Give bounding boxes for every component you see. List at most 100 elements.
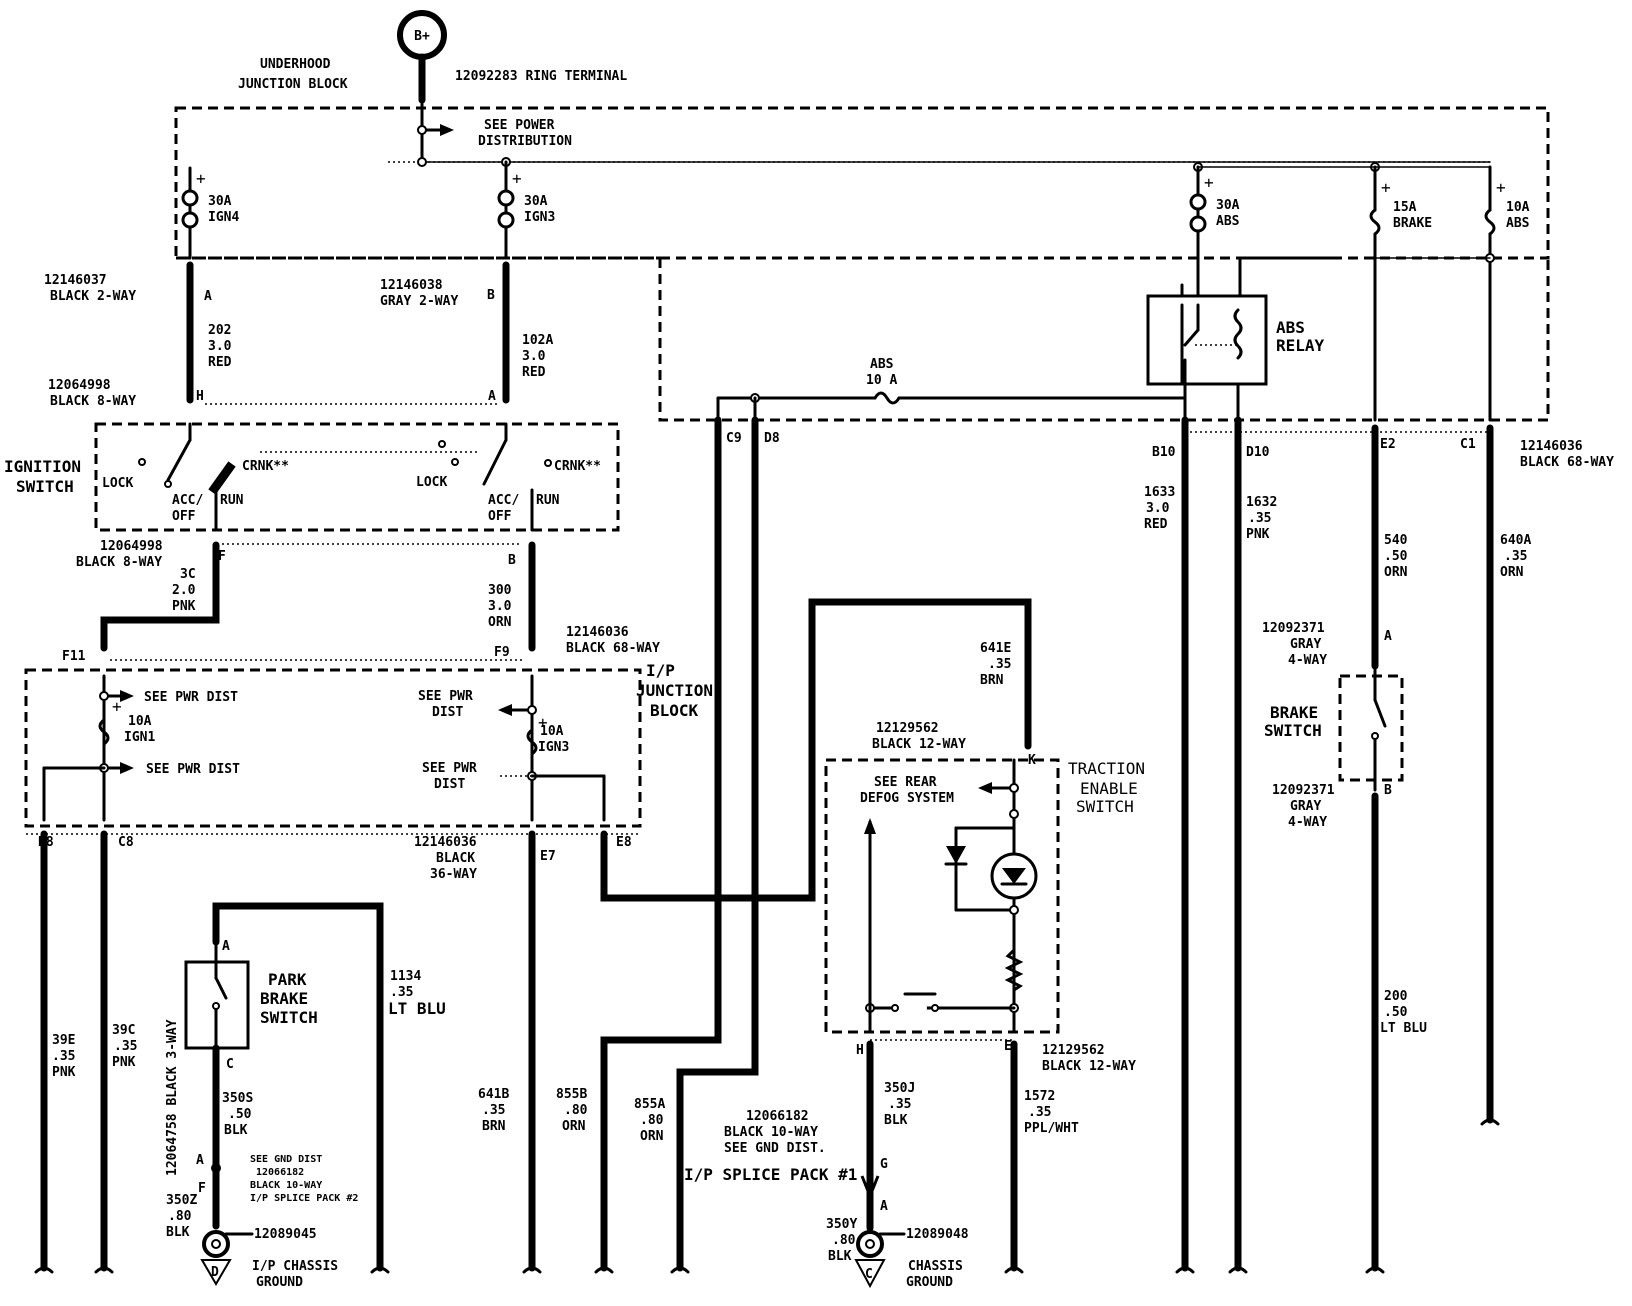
svg-text:BLACK 68-WAY: BLACK 68-WAY	[1520, 455, 1614, 470]
svg-text:GRAY: GRAY	[1290, 799, 1321, 814]
svg-text:G: G	[880, 1157, 888, 1172]
svg-text:3C: 3C	[180, 567, 196, 582]
svg-text:300: 300	[488, 583, 512, 598]
svg-text:H: H	[196, 389, 204, 404]
svg-text:PNK: PNK	[112, 1055, 136, 1070]
svg-text:RED: RED	[522, 365, 546, 380]
svg-text:1633: 1633	[1144, 485, 1175, 500]
svg-text:BRAKE: BRAKE	[260, 989, 308, 1008]
svg-text:.50: .50	[1384, 549, 1408, 564]
wire-350y: 350Y .80 BLK	[826, 1217, 857, 1264]
wire-350z: 350Z .80 BLK	[166, 1193, 197, 1240]
wire-1633: 1633 3.0 RED	[1144, 485, 1175, 532]
svg-text:ORN: ORN	[562, 1119, 586, 1134]
svg-text:BLACK 12-WAY: BLACK 12-WAY	[1042, 1059, 1136, 1074]
svg-text:RUN: RUN	[220, 493, 244, 508]
battery-symbol: B+	[397, 10, 447, 104]
see-pwr-dist-a: SEE PWR DIST	[144, 690, 238, 705]
svg-text:H: H	[856, 1043, 864, 1058]
svg-text:.80: .80	[832, 1233, 856, 1248]
ignition-switch-right: LOCK ACC/ OFF RUN CRNK**	[260, 422, 601, 532]
fuse-ign4: + 30A IGN4	[181, 166, 239, 260]
svg-text:.35: .35	[888, 1097, 911, 1112]
svg-text:BLOCK: BLOCK	[650, 701, 699, 720]
fuse-ign1: + 10A IGN1	[42, 674, 155, 822]
wire-102a: 102A 3.0 RED	[522, 333, 553, 380]
svg-text:.80: .80	[168, 1209, 192, 1224]
svg-text:BLACK 12-WAY: BLACK 12-WAY	[872, 737, 966, 752]
svg-text:BRN: BRN	[482, 1119, 506, 1134]
svg-text:.80: .80	[564, 1103, 588, 1118]
conn-12146036-right: 12146036	[1520, 439, 1583, 454]
fuse-abs-10a-inline: ABS 10 A	[716, 357, 1187, 422]
svg-text:IGNITION: IGNITION	[4, 457, 81, 476]
svg-text:ENABLE: ENABLE	[1080, 779, 1138, 798]
svg-text:RUN: RUN	[536, 493, 560, 508]
svg-text:A: A	[880, 1199, 888, 1214]
conn-12146036-bot: 12146036	[414, 835, 477, 850]
svg-text:SWITCH: SWITCH	[1264, 721, 1322, 740]
svg-text:I/P: I/P	[646, 661, 675, 680]
svg-text:PARK: PARK	[268, 970, 307, 989]
svg-text:D: D	[211, 1265, 219, 1280]
svg-text:+: +	[196, 169, 206, 188]
svg-text:DIST: DIST	[434, 777, 465, 792]
see-pwr-dist-d1: SEE PWR	[422, 761, 477, 776]
conn-12092371-bot: 12092371	[1272, 783, 1335, 798]
wire-39c: 39C .35 PNK	[112, 1023, 137, 1070]
svg-text:BRN: BRN	[980, 673, 1004, 688]
svg-text:640A: 640A	[1500, 533, 1531, 548]
svg-text:202: 202	[208, 323, 231, 338]
svg-text:OFF: OFF	[488, 509, 512, 524]
wire-200: 200 .50 LT BLU	[1380, 989, 1427, 1036]
wire-1572: 1572 .35 PPL/WHT	[1024, 1089, 1079, 1136]
battery-label: B+	[414, 29, 430, 44]
wire-1632: 1632 .35 PNK	[1246, 495, 1277, 542]
conn-12146038: 12146038	[380, 278, 443, 293]
svg-text:641E: 641E	[980, 641, 1011, 656]
abs-relay: ABS RELAY	[1146, 256, 1342, 422]
svg-text:CRNK**: CRNK**	[242, 459, 289, 474]
svg-text:.35: .35	[114, 1039, 137, 1054]
svg-text:BLK: BLK	[884, 1113, 908, 1128]
svg-text:E7: E7	[540, 849, 556, 864]
svg-text:BLK: BLK	[166, 1225, 190, 1240]
svg-text:IGN4: IGN4	[208, 210, 239, 225]
svg-text:SWITCH: SWITCH	[16, 477, 74, 496]
svg-text:RED: RED	[1144, 517, 1168, 532]
svg-text:ACC/: ACC/	[488, 493, 519, 508]
svg-text:F: F	[218, 549, 226, 564]
underhood-title-2: JUNCTION BLOCK	[238, 77, 348, 92]
svg-text:350S: 350S	[222, 1091, 253, 1106]
svg-text:D8: D8	[764, 431, 780, 446]
svg-text:.35: .35	[1248, 511, 1271, 526]
svg-text:GROUND: GROUND	[906, 1275, 953, 1290]
svg-text:A: A	[488, 389, 496, 404]
svg-text:LT BLU: LT BLU	[388, 999, 446, 1018]
svg-text:C9: C9	[726, 431, 742, 446]
svg-text:3.0: 3.0	[488, 599, 512, 614]
svg-text:ABS: ABS	[1506, 216, 1530, 231]
svg-text:855B: 855B	[556, 1087, 587, 1102]
svg-text:10A: 10A	[1506, 200, 1530, 215]
svg-text:E: E	[1004, 1039, 1012, 1054]
svg-text:3.0: 3.0	[522, 349, 546, 364]
conn-12146036-ip: 12146036	[566, 625, 629, 640]
svg-text:A: A	[204, 289, 212, 304]
svg-text:12089048: 12089048	[906, 1227, 969, 1242]
svg-text:39E: 39E	[52, 1033, 75, 1048]
svg-text:I/P SPLICE PACK #2: I/P SPLICE PACK #2	[250, 1193, 358, 1204]
wire-1134: 1134 .35 LT BLU	[388, 969, 446, 1018]
svg-text:ORN: ORN	[488, 615, 512, 630]
conn-12129562-top: 12129562	[876, 721, 939, 736]
traction-enable-switch	[824, 758, 1060, 1034]
svg-text:BLACK: BLACK	[436, 851, 475, 866]
svg-text:1632: 1632	[1246, 495, 1277, 510]
svg-text:PNK: PNK	[1246, 527, 1270, 542]
ring-terminal-label: 12092283 RING TERMINAL	[455, 69, 627, 84]
conn-12064758: 12064758 BLACK 3-WAY	[165, 1019, 180, 1176]
svg-text:30A: 30A	[524, 194, 548, 209]
wire-202: 202 3.0 RED	[208, 323, 232, 370]
underhood-title-1: UNDERHOOD	[260, 57, 331, 72]
svg-text:RED: RED	[208, 355, 232, 370]
